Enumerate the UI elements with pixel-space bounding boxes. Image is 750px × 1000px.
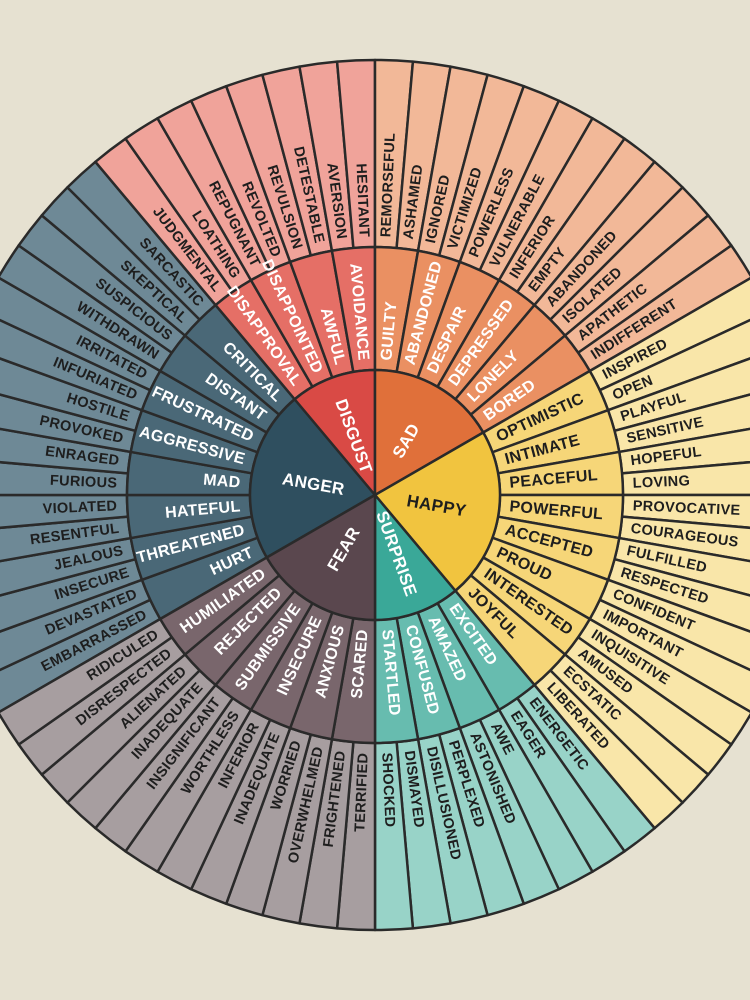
leaf-label: REMORSEFUL bbox=[378, 133, 399, 238]
leaf-label: VIOLATED bbox=[42, 498, 117, 517]
leaf-label: LOVING bbox=[632, 473, 690, 491]
core-segment-anger bbox=[248, 397, 377, 559]
sub-label: SCARED bbox=[349, 629, 372, 700]
leaf-label: TERRIFIED bbox=[352, 752, 371, 832]
core-segment-sad bbox=[373, 368, 485, 497]
core-segment-fear bbox=[265, 493, 377, 622]
core-segment-surprise bbox=[373, 493, 457, 622]
core-segment-disgust bbox=[293, 368, 377, 497]
leaf-label: SHOCKED bbox=[378, 752, 397, 827]
leaf-label: FURIOUS bbox=[50, 473, 118, 492]
core-segment-happy bbox=[373, 431, 502, 593]
sub-label: GUILTY bbox=[378, 301, 400, 362]
sub-label: MAD bbox=[203, 472, 242, 492]
leaf-label: HESITANT bbox=[353, 163, 372, 237]
leaf-label: PROVOCATIVE bbox=[632, 498, 740, 519]
sub-label: HATEFUL bbox=[164, 498, 241, 522]
